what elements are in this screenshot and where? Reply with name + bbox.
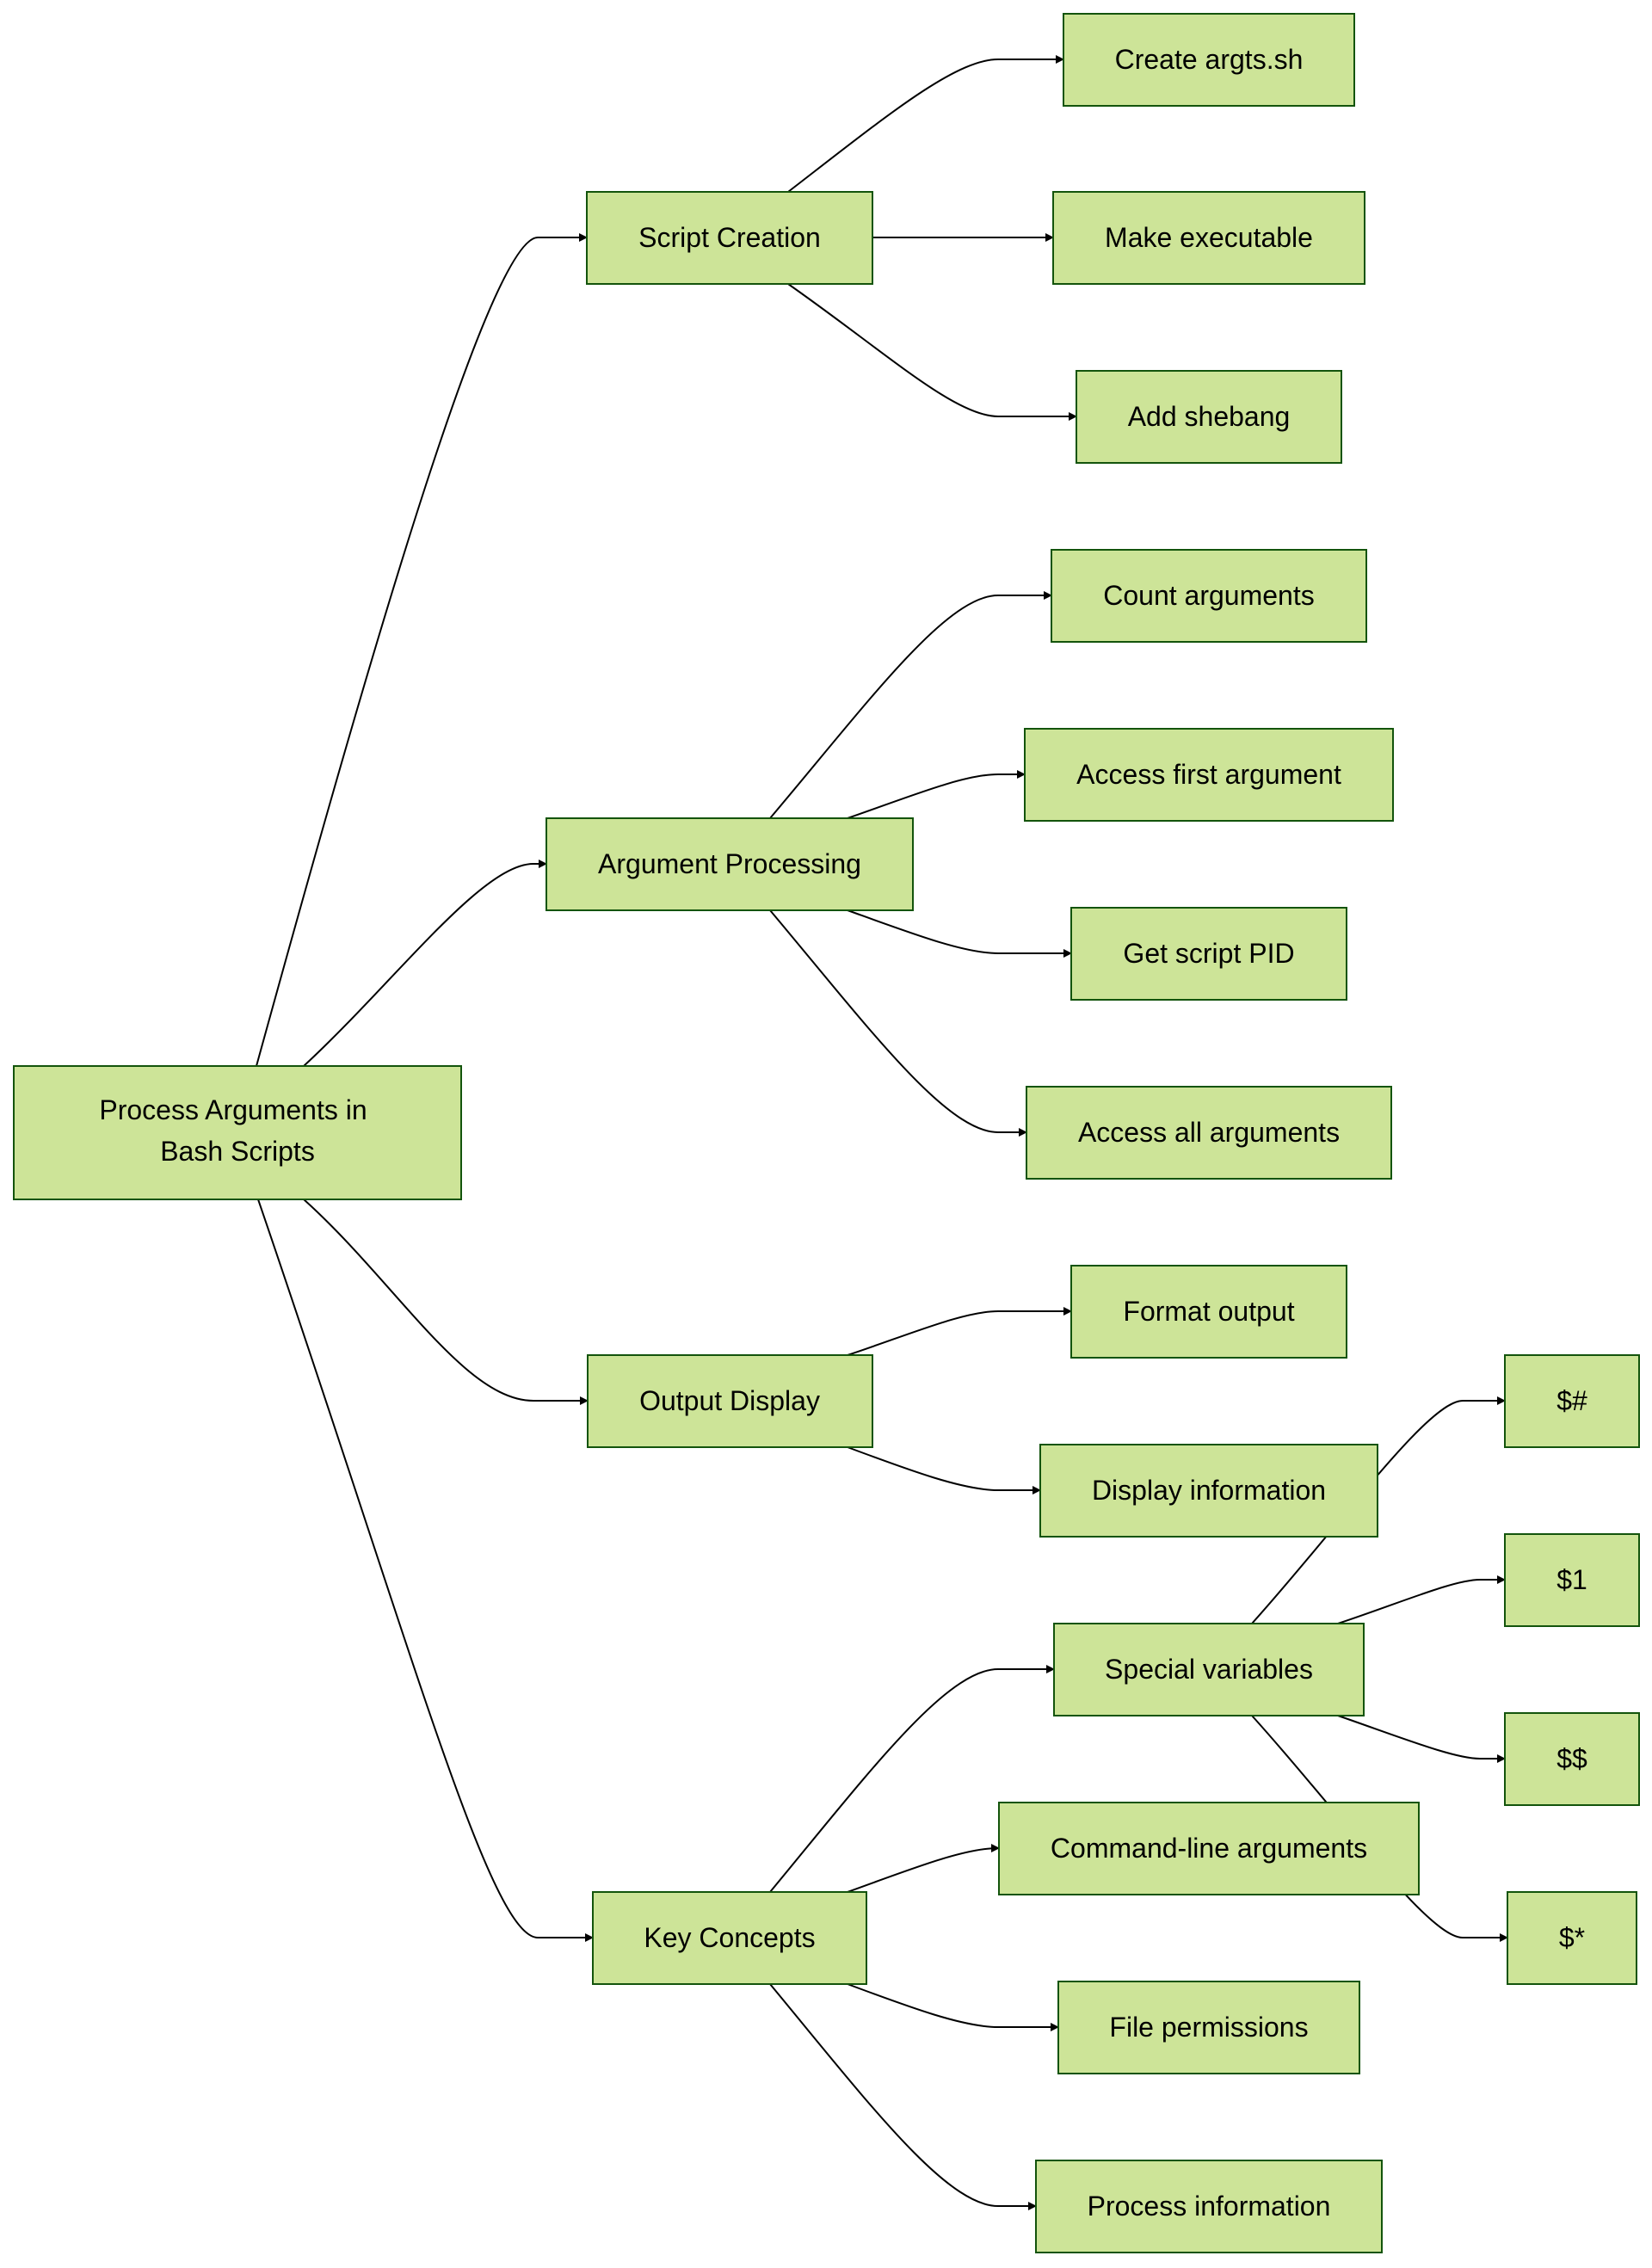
command-line-arguments-node[interactable]: Command-line arguments: [998, 1802, 1420, 1895]
var-count-node[interactable]: $#: [1504, 1354, 1640, 1448]
edge-path: [787, 55, 1064, 193]
edge-path: [769, 1665, 1055, 1893]
add-shebang-node[interactable]: Add shebang: [1076, 370, 1342, 464]
edge-path: [787, 283, 1077, 421]
edge-path: [847, 1844, 1000, 1893]
edge-argument-processing-to-access-first-argument: [847, 770, 1026, 819]
argument-processing-node[interactable]: Argument Processing: [546, 817, 914, 911]
get-script-pid-node[interactable]: Get script PID: [1070, 907, 1347, 1001]
command-line-arguments-label: Command-line arguments: [1051, 1833, 1367, 1864]
make-executable-label: Make executable: [1105, 222, 1313, 253]
root-node-label-line-2: Bash Scripts: [160, 1136, 315, 1167]
edge-key-concepts-to-file-permissions: [847, 1983, 1059, 2031]
edge-script-creation-to-add-shebang: [787, 283, 1077, 421]
root-node-label-line-1: Process Arguments in: [99, 1094, 367, 1125]
root-node[interactable]: Process Arguments in Bash Scripts: [13, 1065, 462, 1200]
script-creation-node[interactable]: Script Creation: [586, 191, 873, 285]
edge-special-variables-to-var-count: [1251, 1396, 1506, 1624]
var-all-label: $*: [1559, 1922, 1585, 1953]
edge-path: [769, 909, 1027, 1137]
edge-path: [257, 1199, 594, 1942]
edge-path: [1251, 1396, 1506, 1624]
edge-root-to-script-creation: [256, 233, 588, 1067]
edge-path: [303, 860, 547, 1067]
edge-path: [847, 1307, 1072, 1356]
count-arguments-node[interactable]: Count arguments: [1051, 549, 1367, 643]
format-output-node[interactable]: Format output: [1070, 1265, 1347, 1359]
edge-root-to-argument-processing: [303, 860, 547, 1067]
edge-key-concepts-to-command-line-arguments: [847, 1844, 1000, 1893]
edge-argument-processing-to-count-arguments: [769, 591, 1052, 819]
edge-path: [1337, 1575, 1506, 1624]
display-information-node[interactable]: Display information: [1039, 1444, 1378, 1538]
edge-path: [303, 1199, 589, 1405]
edge-path: [1337, 1715, 1506, 1763]
edge-output-display-to-display-information: [847, 1446, 1041, 1495]
edge-output-display-to-format-output: [847, 1307, 1072, 1356]
display-information-label: Display information: [1092, 1475, 1326, 1506]
script-creation-label: Script Creation: [638, 222, 821, 253]
create-argts-label: Create argts.sh: [1115, 44, 1304, 75]
edge-path: [847, 1983, 1059, 2031]
edge-path: [769, 591, 1052, 819]
edge-argument-processing-to-get-script-pid: [847, 909, 1072, 958]
access-all-arguments-node[interactable]: Access all arguments: [1026, 1086, 1392, 1180]
edge-special-variables-to-var-pid: [1337, 1715, 1506, 1763]
edge-path: [847, 770, 1026, 819]
edges-layer: [256, 55, 1508, 2210]
output-display-node[interactable]: Output Display: [587, 1354, 873, 1448]
special-variables-label: Special variables: [1105, 1654, 1313, 1685]
process-information-node[interactable]: Process information: [1035, 2160, 1383, 2253]
edge-script-creation-to-create-argts: [787, 55, 1064, 193]
key-concepts-node[interactable]: Key Concepts: [592, 1891, 867, 1985]
edge-argument-processing-to-access-all-arguments: [769, 909, 1027, 1137]
edge-path: [847, 909, 1072, 958]
access-all-arguments-label: Access all arguments: [1078, 1117, 1340, 1148]
var-first-label: $1: [1556, 1564, 1587, 1595]
var-first-node[interactable]: $1: [1504, 1533, 1640, 1627]
edge-root-to-key-concepts: [257, 1199, 594, 1942]
get-script-pid-label: Get script PID: [1123, 938, 1294, 969]
make-executable-node[interactable]: Make executable: [1052, 191, 1365, 285]
output-display-label: Output Display: [639, 1385, 820, 1416]
edge-special-variables-to-var-first: [1337, 1575, 1506, 1624]
edge-path: [256, 233, 588, 1067]
nodes-layer: Process Arguments in Bash Scripts Script…: [13, 13, 1640, 2253]
process-information-label: Process information: [1088, 2191, 1331, 2222]
var-count-label: $#: [1556, 1385, 1587, 1416]
edge-root-to-output-display: [303, 1199, 589, 1405]
add-shebang-label: Add shebang: [1128, 401, 1291, 432]
edge-key-concepts-to-process-information: [769, 1983, 1037, 2210]
count-arguments-label: Count arguments: [1103, 580, 1314, 611]
format-output-label: Format output: [1123, 1296, 1294, 1327]
var-all-node[interactable]: $*: [1507, 1891, 1637, 1985]
edge-key-concepts-to-special-variables: [769, 1665, 1055, 1893]
edge-path: [769, 1983, 1037, 2210]
file-permissions-node[interactable]: File permissions: [1057, 1981, 1360, 2074]
var-pid-node[interactable]: $$: [1504, 1712, 1640, 1806]
edge-path: [847, 1446, 1041, 1495]
create-argts-node[interactable]: Create argts.sh: [1063, 13, 1355, 107]
special-variables-node[interactable]: Special variables: [1053, 1623, 1365, 1716]
access-first-argument-label: Access first argument: [1076, 759, 1341, 790]
file-permissions-label: File permissions: [1109, 2012, 1308, 2043]
key-concepts-label: Key Concepts: [644, 1922, 815, 1953]
var-pid-label: $$: [1556, 1743, 1587, 1774]
access-first-argument-node[interactable]: Access first argument: [1024, 728, 1394, 822]
argument-processing-label: Argument Processing: [598, 848, 861, 879]
